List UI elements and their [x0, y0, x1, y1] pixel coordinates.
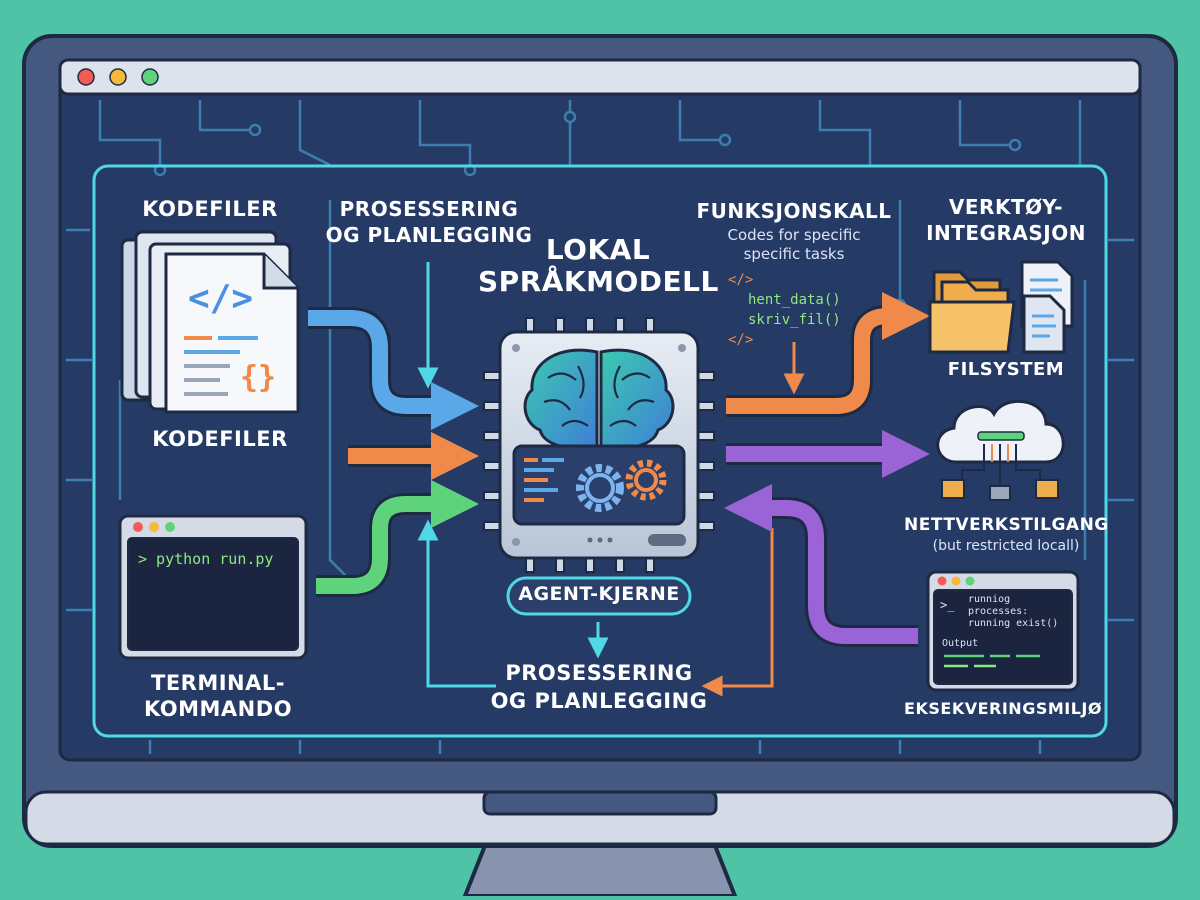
- agent-core-pill: [506, 576, 692, 616]
- processing-top-line1: PROSESSERING: [339, 197, 519, 221]
- processing-bottom-line1: PROSESSERING: [505, 661, 693, 685]
- execution-line1: runniog: [968, 594, 1011, 605]
- filesystem-arrow: [726, 292, 930, 414]
- function-call-skriv-fil: skriv_fil(): [748, 312, 841, 328]
- monitor-neck: [482, 790, 718, 816]
- processing-top-line2: OG PLANLEGGING: [325, 223, 533, 247]
- function-call-hent-data: hent_data(): [748, 292, 841, 308]
- execution-output: Output: [942, 638, 979, 649]
- execution-prompt: >_: [940, 598, 955, 612]
- code-files-arrow: [308, 310, 479, 430]
- feedback-loop-arrow: [701, 528, 774, 697]
- agent-core-label: AGENT-KJERNE: [518, 583, 680, 605]
- execution-caption: EKSEKVERINGSMILJØ: [904, 699, 1102, 718]
- function-code-open: </>: [728, 272, 754, 288]
- inner-panel: [92, 164, 1108, 738]
- terminal-command: > python run.py: [138, 550, 274, 568]
- cloud-network-icon: [936, 399, 1065, 501]
- document-icon: [1020, 260, 1074, 354]
- function-calls-subtitle-line2: specific tasks: [743, 245, 845, 263]
- core-title-line1: LOKAL: [545, 233, 651, 266]
- window-titlebar: [58, 58, 1142, 96]
- function-code-close: </>: [728, 332, 754, 348]
- function-calls-title: FUNKSJONSKALL: [696, 199, 892, 223]
- terminal-caption-line2: KOMMANDO: [143, 697, 293, 721]
- terminal-arrow: [316, 480, 479, 594]
- folder-icon: [928, 270, 1016, 354]
- window-minimize-button[interactable]: [109, 68, 127, 86]
- gear-icon: [625, 459, 667, 501]
- curly-braces-icon: {}: [240, 360, 277, 395]
- window-maximize-button[interactable]: [141, 68, 159, 86]
- code-files-title: KODEFILER: [142, 197, 278, 221]
- network-label: NETTVERKSTILGANG: [904, 515, 1109, 535]
- terminal-window: [118, 514, 308, 660]
- execution-window: [926, 570, 1080, 692]
- core-title-line2: SPRÅKMODELL: [478, 265, 719, 298]
- function-calls-subtitle-line1: Codes for specific: [727, 226, 861, 244]
- tools-title-line1: VERKTØY-: [948, 195, 1064, 219]
- tools-title-line2: INTEGRASJON: [926, 221, 1086, 245]
- window-close-button[interactable]: [77, 68, 95, 86]
- execution-line3: running exist(): [968, 618, 1059, 629]
- agent-core-chip: [483, 317, 715, 573]
- execution-return-arrow: [724, 484, 918, 644]
- network-note: (but restricted locall): [932, 538, 1080, 554]
- execution-line2: processes:: [968, 606, 1029, 617]
- filesystem-label: FILSYSTEM: [947, 359, 1065, 380]
- code-files-caption: KODEFILER: [152, 427, 288, 451]
- processing-loop-arrow: [417, 519, 496, 688]
- code-brackets-icon: </>: [188, 278, 254, 319]
- code-files-icon: [120, 230, 300, 414]
- terminal-caption-line1: TERMINAL-: [151, 671, 285, 695]
- brain-icon: [523, 348, 675, 450]
- gear-icon: [576, 464, 624, 512]
- processing-bottom-line2: OG PLANLEGGING: [490, 689, 708, 713]
